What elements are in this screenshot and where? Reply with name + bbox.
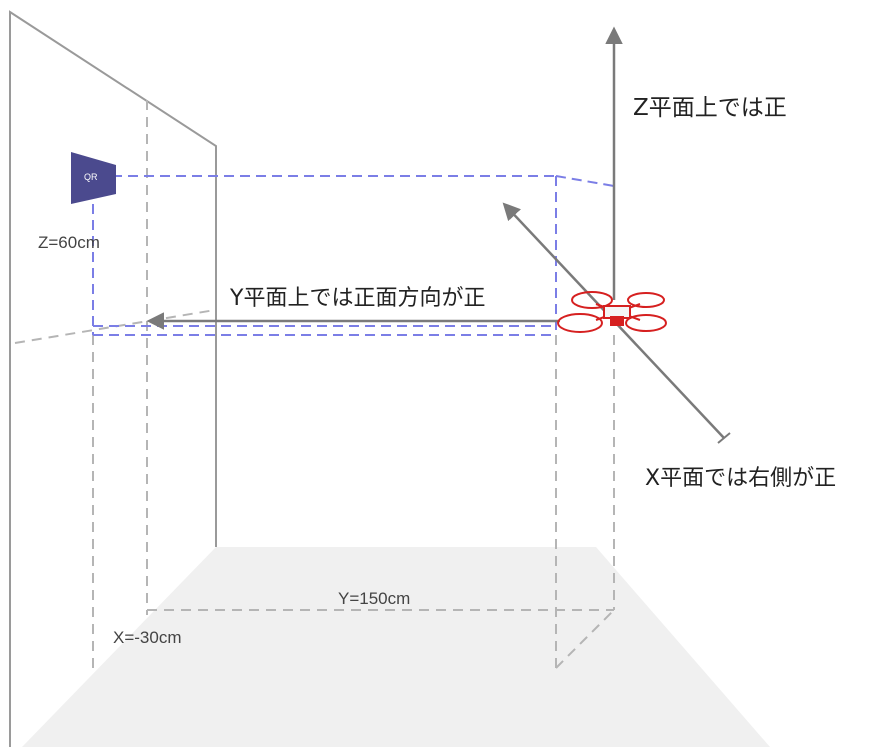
qr-label: QR — [84, 172, 98, 182]
guide-lines-grey — [14, 100, 615, 670]
y-axis-label: Y平面上では正面方向が正 — [229, 286, 485, 311]
drone — [557, 291, 667, 333]
x-axis-end-tick — [717, 432, 731, 444]
z-axis-label: Z平面上では正 — [633, 95, 787, 121]
qr-marker: QR — [71, 152, 116, 204]
y-value-label: Y=150cm — [338, 589, 410, 608]
x-value-label: X=-30cm — [113, 628, 182, 647]
floor-plane — [22, 547, 770, 747]
wall-outline — [9, 10, 217, 747]
guide-lines-blue — [92, 175, 615, 336]
z-value-label: Z=60cm — [38, 233, 100, 252]
x-axis-label: X平面では右側が正 — [645, 466, 836, 491]
